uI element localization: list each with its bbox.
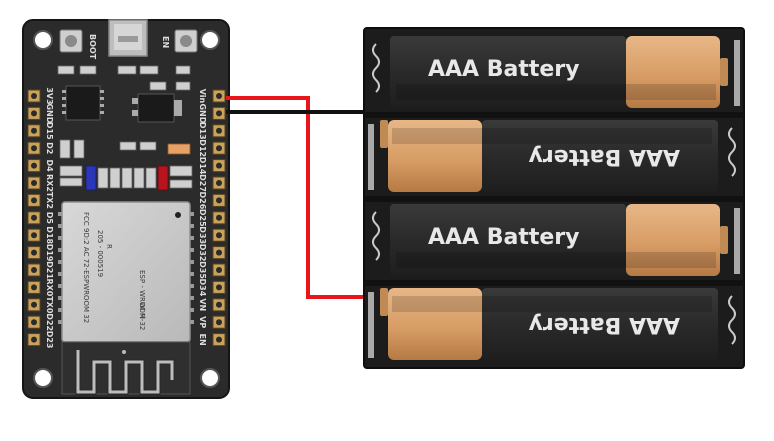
- esp32-board: BOOT EN: [22, 19, 230, 399]
- left-pin-hole[interactable]: [31, 336, 37, 343]
- left-pin-hole[interactable]: [31, 180, 37, 186]
- right-pin-label: D35: [198, 261, 207, 279]
- right-pin-label: D13: [198, 122, 207, 140]
- right-pin-hole[interactable]: [216, 249, 222, 256]
- module-wifi-logo: Wi Fi: [138, 302, 146, 318]
- voltage-regulator: [132, 93, 182, 123]
- right-pin-label: GND: [198, 103, 207, 123]
- module-fcc-text: FCC 9D:2 AC 72-ESPWROOM 32: [82, 212, 90, 323]
- usb-port: [108, 19, 148, 57]
- right-pin-label: D34: [198, 279, 207, 297]
- boot-button[interactable]: [59, 29, 83, 53]
- left-pin-labels: 3V3GNDD15D2D4RX2TX2D5D18D19D21RX0TX0D22D…: [45, 87, 54, 348]
- left-pin-label: 3V3: [45, 87, 54, 104]
- module-code-text: 205 - 000519: [96, 230, 104, 277]
- left-pin-label: D4: [45, 159, 54, 172]
- right-pin-hole[interactable]: [216, 145, 222, 152]
- led-row: [59, 165, 193, 191]
- boot-label: BOOT: [88, 34, 97, 60]
- battery-cell-3-label: AAA Battery: [428, 225, 580, 250]
- right-pin-hole[interactable]: [216, 301, 222, 308]
- flat-contacts: [368, 40, 740, 358]
- left-pin-label: D18: [45, 226, 54, 244]
- battery-cell-1: AAA Battery: [390, 36, 728, 108]
- left-pin-hole[interactable]: [31, 249, 37, 256]
- right-pin-label: D26: [198, 192, 207, 210]
- left-pin-label: TX0: [45, 296, 54, 314]
- mounting-holes: [33, 30, 220, 388]
- right-pin-label: VN: [198, 298, 207, 311]
- right-pin-label: VP: [198, 316, 207, 328]
- right-pin-label: D32: [198, 244, 207, 262]
- left-pin-hole[interactable]: [31, 197, 37, 204]
- right-pin-hole[interactable]: [216, 180, 222, 186]
- right-pin-hole[interactable]: [216, 127, 222, 134]
- en-button[interactable]: [174, 29, 198, 53]
- left-pin-hole[interactable]: [31, 301, 37, 308]
- right-pin-hole[interactable]: [216, 93, 222, 99]
- left-header-pins: [27, 89, 41, 347]
- right-pin-hole[interactable]: [216, 232, 222, 239]
- left-pin-hole[interactable]: [31, 110, 37, 117]
- battery-cell-4-label: AAA Battery: [529, 312, 681, 337]
- left-pin-label: GND: [45, 103, 54, 123]
- left-pin-label: D21: [45, 261, 54, 279]
- battery-cell-4: AAA Battery: [380, 288, 718, 360]
- battery-holder: AAA Battery AAA Battery AAA Battery AAA …: [363, 27, 745, 369]
- battery-cell-2-label: AAA Battery: [529, 144, 681, 169]
- battery-cell-1-label: AAA Battery: [428, 57, 580, 82]
- left-pin-label: TX2: [45, 192, 54, 209]
- right-pin-hole[interactable]: [216, 267, 222, 273]
- right-pin-hole[interactable]: [216, 197, 222, 204]
- right-pin-label: D12: [198, 139, 207, 157]
- right-pin-label: D25: [198, 209, 207, 227]
- right-pin-hole[interactable]: [216, 214, 222, 221]
- left-pin-label: D2: [45, 142, 54, 154]
- left-pin-hole[interactable]: [31, 319, 37, 326]
- left-pin-label: D5: [45, 212, 54, 225]
- right-pin-label: D14: [198, 157, 207, 175]
- left-pin-hole[interactable]: [31, 162, 37, 169]
- right-pin-hole[interactable]: [216, 319, 222, 326]
- right-pin-hole[interactable]: [216, 336, 222, 343]
- module-r-mark: R: [105, 244, 113, 249]
- left-pin-hole[interactable]: [31, 267, 37, 273]
- right-pin-label: D33: [198, 226, 207, 244]
- right-pin-label: Vin: [198, 89, 207, 104]
- wires: [226, 96, 370, 299]
- en-label: EN: [161, 36, 170, 48]
- left-pin-label: D22: [45, 313, 54, 331]
- left-pin-label: D15: [45, 122, 54, 140]
- left-pin-hole[interactable]: [31, 145, 37, 152]
- right-pin-label: EN: [198, 334, 207, 346]
- left-pin-label: RX0: [45, 278, 54, 296]
- positive-wire[interactable]: [226, 96, 370, 299]
- module-model-text: ESP - WROOM-32: [138, 270, 146, 330]
- battery-cell-3: AAA Battery: [390, 204, 728, 276]
- left-pin-label: RX2: [45, 174, 54, 192]
- left-pin-label: D23: [45, 331, 54, 349]
- right-header-pins: [212, 89, 226, 347]
- right-pin-hole[interactable]: [216, 162, 222, 169]
- left-pin-hole[interactable]: [31, 127, 37, 134]
- left-pin-hole[interactable]: [31, 93, 37, 99]
- right-pin-hole[interactable]: [216, 110, 222, 117]
- left-pin-hole[interactable]: [31, 284, 37, 291]
- battery-cell-2: AAA Battery: [380, 120, 718, 192]
- left-pin-label: D19: [45, 244, 54, 262]
- usb-uart-chip: [62, 85, 104, 121]
- right-pin-label: D27: [198, 174, 207, 192]
- left-pin-hole[interactable]: [31, 214, 37, 221]
- smd-components-top: [57, 65, 191, 91]
- left-pin-hole[interactable]: [31, 232, 37, 239]
- spring-contacts: [372, 43, 736, 345]
- right-pin-hole[interactable]: [216, 284, 222, 291]
- smd-components-mid: [59, 139, 193, 177]
